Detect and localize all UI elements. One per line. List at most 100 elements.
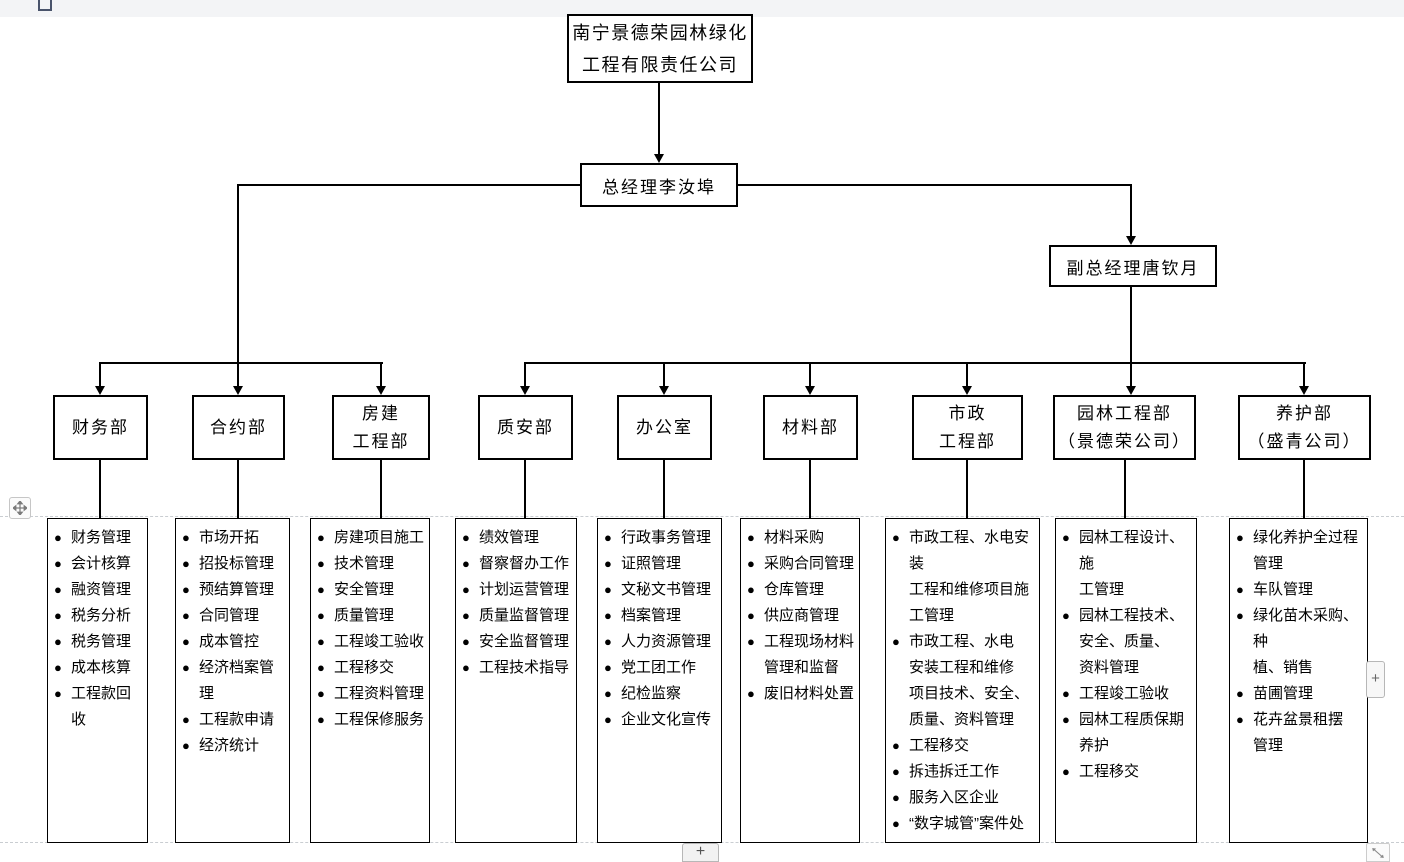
arrow-down-icon	[654, 154, 664, 163]
bullet-icon: ●	[1062, 530, 1070, 545]
org-root-box[interactable]: 南宁景德荣园林绿化 工程有限责任公司	[567, 14, 753, 83]
duty-list-landscape-engineering[interactable]: ●园林工程设计、施 工管理●园林工程技术、 安全、质量、 资料管理●工程竣工验收…	[1055, 518, 1197, 843]
general-manager-label: 总经理李汝埠	[602, 177, 716, 197]
connector-line	[237, 184, 239, 364]
duty-text: 材料采购	[764, 529, 825, 546]
bullet-icon: ●	[892, 738, 900, 753]
duty-text: 服务入区企业	[909, 789, 1000, 806]
duty-text: 园林工程技术、 安全、质量、 资料管理	[1079, 607, 1185, 676]
resize-handle[interactable]	[1366, 843, 1390, 862]
connector-line	[1130, 184, 1132, 237]
duty-text: 质量管理	[334, 607, 395, 624]
duty-text: 工程资料管理	[334, 685, 425, 702]
bullet-icon: ●	[604, 608, 612, 623]
duty-text: 绩效管理	[479, 529, 540, 546]
bullet-icon: ●	[182, 582, 190, 597]
duty-list-office[interactable]: ●行政事务管理●证照管理●文秘文书管理●档案管理●人力资源管理●党工团工作●纪检…	[597, 518, 722, 843]
duty-item: ●企业文化宣传	[598, 707, 719, 733]
dept-box-finance[interactable]: 财务部	[53, 395, 148, 460]
add-row-button[interactable]: +	[682, 843, 719, 862]
duty-item: ●园林工程设计、施 工管理	[1056, 525, 1194, 603]
duty-item: ●拆违拆迁工作	[886, 759, 1037, 785]
dept-box-maintenance[interactable]: 养护部 （盛青公司）	[1238, 395, 1371, 460]
duty-item: ●工程移交	[1056, 759, 1194, 785]
duty-item: ●纪检监察	[598, 681, 719, 707]
duty-item: ●预结算管理	[176, 577, 287, 603]
arrow-down-icon	[805, 386, 815, 395]
dept-box-quality-safety[interactable]: 质安部	[478, 395, 573, 460]
add-column-button[interactable]: +	[1366, 661, 1385, 698]
dept-box-materials[interactable]: 材料部	[763, 395, 858, 460]
dept-name: 市政 工程部	[939, 403, 996, 451]
duty-text: 融资管理	[71, 581, 132, 598]
duty-text: 工程款申请	[199, 711, 275, 728]
duty-list-finance[interactable]: ●财务管理●会计核算●融资管理●税务分析●税务管理●成本核算●工程款回收	[47, 518, 148, 843]
duty-item: ●工程款申请	[176, 707, 287, 733]
dept-box-building-engineering[interactable]: 房建 工程部	[332, 395, 430, 460]
duty-item: ●废旧材料处置	[741, 681, 857, 707]
arrow-down-icon	[95, 386, 105, 395]
dept-name: 质安部	[497, 417, 554, 437]
bullet-icon: ●	[182, 530, 190, 545]
duty-text: 成本管控	[199, 633, 260, 650]
duty-text: 苗圃管理	[1253, 685, 1314, 702]
duty-text: 工程移交	[1079, 763, 1140, 780]
dept-name: 养护部 （盛青公司）	[1247, 403, 1362, 451]
duty-text: 文秘文书管理	[621, 581, 712, 598]
bullet-icon: ●	[604, 634, 612, 649]
duty-list-materials[interactable]: ●材料采购●采购合同管理●仓库管理●供应商管理●工程现场材料 管理和监督●废旧材…	[740, 518, 860, 843]
column-marker-icon	[38, 0, 52, 11]
duty-item: ●房建项目施工	[311, 525, 427, 551]
bullet-icon: ●	[182, 738, 190, 753]
connector-line	[380, 460, 382, 518]
bullet-icon: ●	[462, 660, 470, 675]
bullet-icon: ●	[317, 660, 325, 675]
connector-line	[238, 184, 580, 186]
bullet-icon: ●	[182, 556, 190, 571]
duty-item: ●花卉盆景租摆 管理	[1230, 707, 1365, 759]
arrow-down-icon	[233, 386, 243, 395]
duty-list-contract[interactable]: ●市场开拓●招投标管理●预结算管理●合同管理●成本管控●经济档案管理●工程款申请…	[175, 518, 290, 843]
duty-list-municipal-engineering[interactable]: ●市政工程、水电安装 工程和维修项目施 工管理●市政工程、水电 安装工程和维修 …	[885, 518, 1040, 843]
duty-text: 经济统计	[199, 737, 260, 754]
duty-item: ●税务分析	[48, 603, 145, 629]
duty-list-maintenance[interactable]: ●绿化养护全过程 管理●车队管理●绿化苗木采购、种 植、销售●苗圃管理●花卉盆景…	[1229, 518, 1368, 843]
bullet-icon: ●	[182, 608, 190, 623]
general-manager-box[interactable]: 总经理李汝埠	[580, 163, 738, 207]
duty-item: ●安全管理	[311, 577, 427, 603]
duty-item: ●仓库管理	[741, 577, 857, 603]
bullet-icon: ●	[892, 816, 900, 831]
connector-line	[658, 83, 660, 155]
duty-item: ●供应商管理	[741, 603, 857, 629]
duty-item: ●工程技术指导	[456, 655, 574, 681]
bullet-icon: ●	[1062, 686, 1070, 701]
connector-line	[809, 362, 811, 387]
bullet-icon: ●	[317, 712, 325, 727]
duty-item: ● 市场开拓	[176, 525, 287, 551]
duty-item: ●园林工程技术、 安全、质量、 资料管理	[1056, 603, 1194, 681]
bullet-icon: ●	[317, 530, 325, 545]
dept-box-landscape-engineering[interactable]: 园林工程部 （景德荣公司）	[1053, 395, 1196, 460]
deputy-general-manager-box[interactable]: 副总经理唐钦月	[1049, 245, 1217, 287]
duty-item: ●行政事务管理	[598, 525, 719, 551]
bullet-icon: ●	[54, 686, 62, 701]
connector-line	[966, 460, 968, 518]
resize-diagonal-icon	[1372, 847, 1384, 858]
duty-text: 市场开拓	[199, 529, 260, 546]
duty-text: 督察督办工作	[479, 555, 570, 572]
duty-item: ●技术管理	[311, 551, 427, 577]
arrow-down-icon	[1299, 386, 1309, 395]
arrow-down-icon	[520, 386, 530, 395]
dept-box-office[interactable]: 办公室	[617, 395, 712, 460]
dept-box-contract[interactable]: 合约部	[192, 395, 285, 460]
dept-box-municipal-engineering[interactable]: 市政 工程部	[912, 395, 1023, 460]
duty-list-quality-safety[interactable]: ●绩效管理●督察督办工作●计划运营管理●质量监督管理●安全监督管理●工程技术指导	[455, 518, 577, 843]
table-move-handle[interactable]	[9, 497, 31, 519]
duty-text: 会计核算	[71, 555, 132, 572]
connector-line	[1303, 460, 1305, 518]
duty-list-building-engineering[interactable]: ●房建项目施工●技术管理●安全管理●质量管理●工程竣工验收●工程移交●工程资料管…	[310, 518, 430, 843]
duty-item: ●党工团工作	[598, 655, 719, 681]
arrow-down-icon	[962, 386, 972, 395]
bullet-icon: ●	[747, 608, 755, 623]
duty-item: ●安全监督管理	[456, 629, 574, 655]
